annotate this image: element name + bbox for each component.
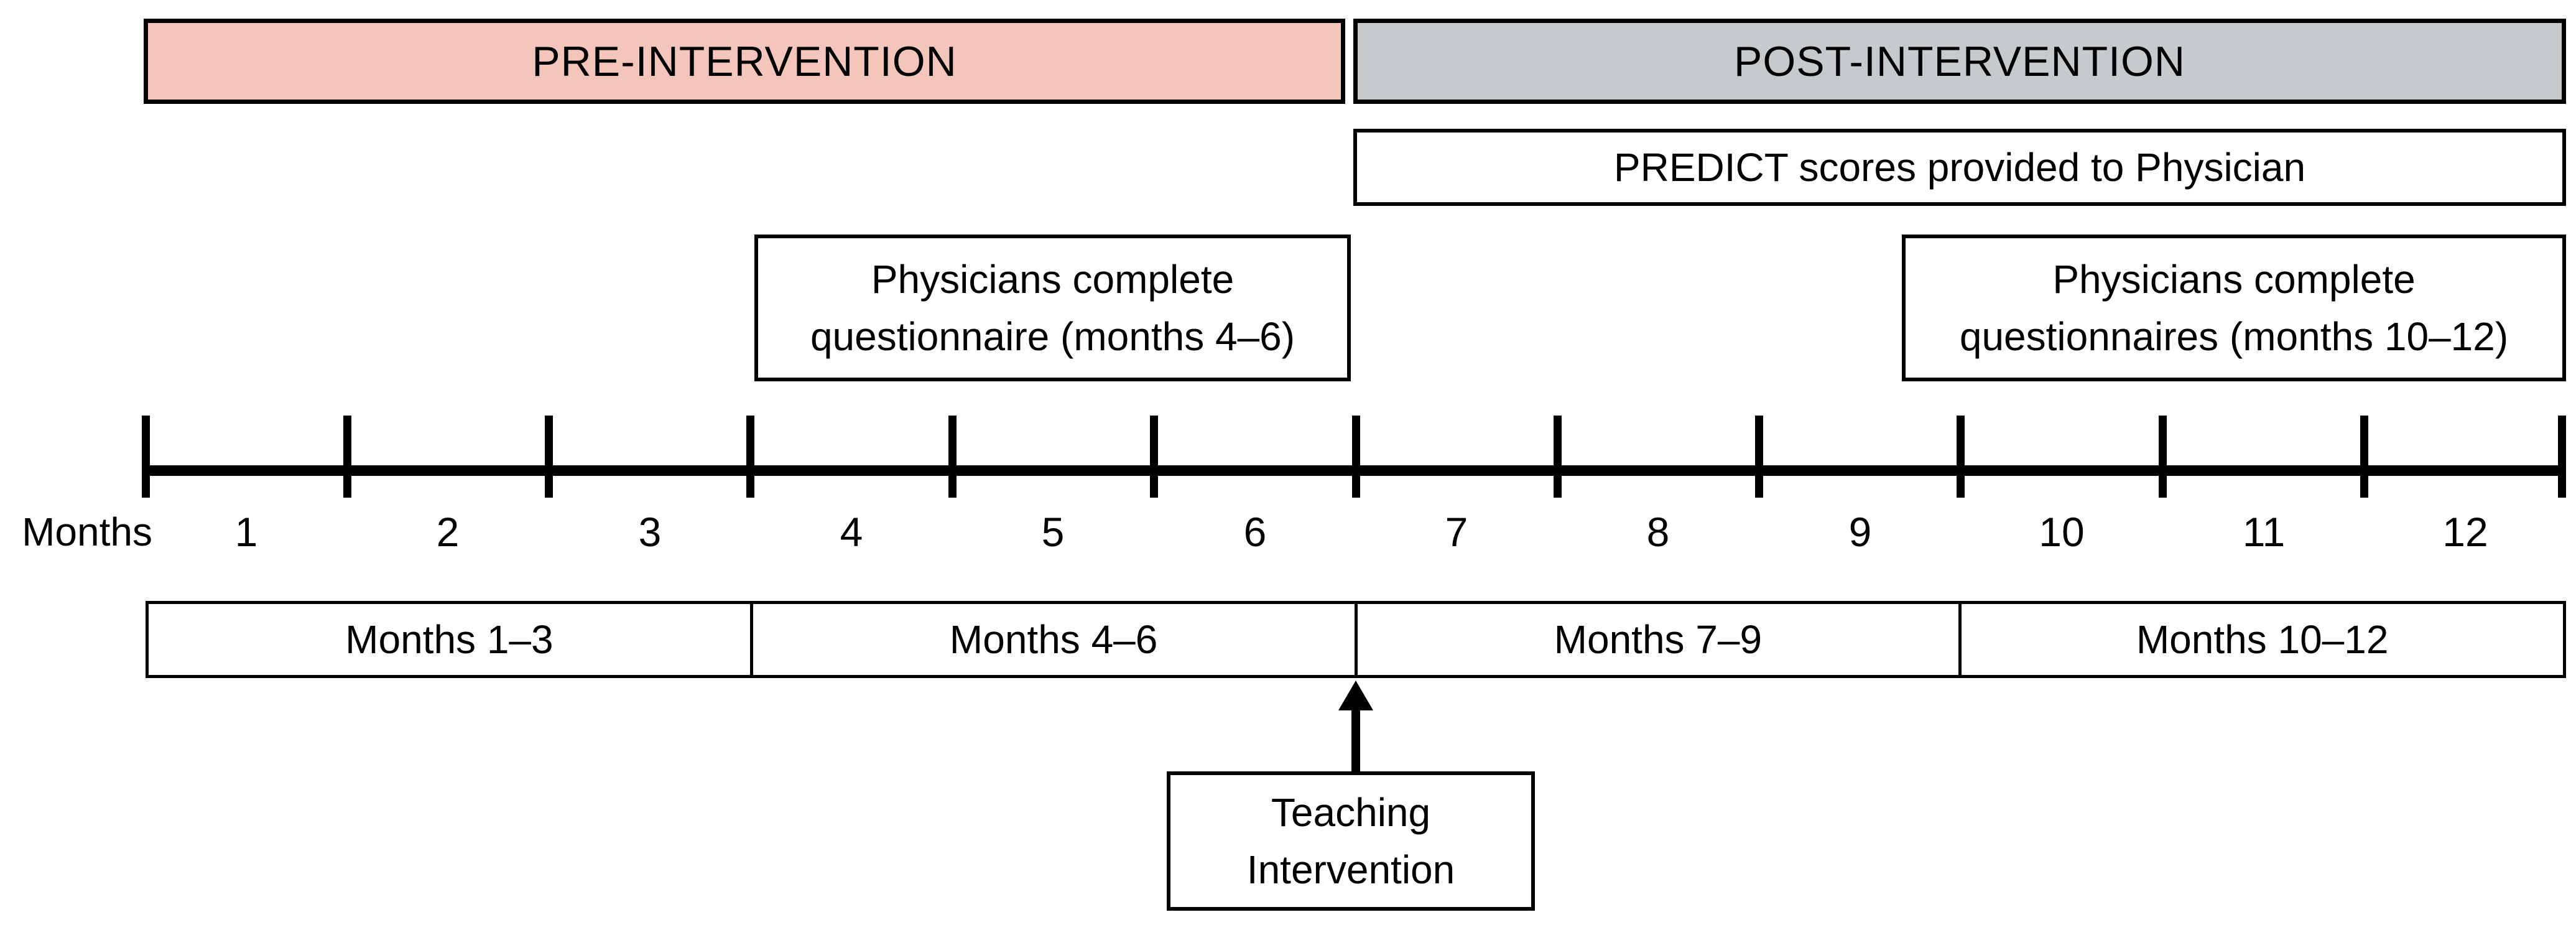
axis-tick-0 [142,416,150,498]
month-number-6: 6 [1243,509,1267,555]
questionnaire-10-12-text: Physicians complete questionnaires (mont… [1960,251,2508,365]
questionnaire-4-6-line1: Physicians complete [871,257,1235,302]
quarter-row: Months 1–3 Months 4–6 Months 7–9 Months … [146,601,2566,678]
arrow-stem [1351,708,1360,776]
month-number-7: 7 [1445,509,1468,555]
axis-tick-1 [343,416,351,498]
month-number-11: 11 [2242,509,2286,555]
teaching-intervention-text: Teaching Intervention [1247,784,1455,898]
axis-tick-3 [746,416,754,498]
axis-tick-5 [1150,416,1158,498]
axis-tick-11 [2360,416,2368,498]
month-number-10: 10 [2039,509,2085,555]
questionnaire-4-6-line2: questionnaire (months 4–6) [810,314,1295,359]
quarter-cell-months-4-6: Months 4–6 [749,604,1355,675]
axis-tick-10 [2159,416,2167,498]
questionnaire-10-12-line2: questionnaires (months 10–12) [1959,314,2509,359]
quarter-cell-months-7-9: Months 7–9 [1354,604,1959,675]
teaching-line1: Teaching [1271,790,1431,835]
questionnaire-box-months-4-6: Physicians complete questionnaire (month… [754,235,1351,381]
quarter-cell-months-10-12: Months 10–12 [1958,604,2563,675]
questionnaire-box-months-10-12: Physicians complete questionnaires (mont… [1902,235,2566,381]
pre-intervention-bar: PRE-INTERVENTION [144,19,1345,104]
months-axis-label: Months [22,509,152,554]
post-intervention-label: POST-INTERVENTION [1733,37,2186,85]
axis-tick-9 [1957,416,1965,498]
teaching-line2: Intervention [1246,847,1455,892]
axis-tick-12 [2558,416,2566,498]
month-number-1: 1 [234,509,258,555]
month-number-5: 5 [1041,509,1065,555]
month-number-4: 4 [840,509,863,555]
predict-scores-box: PREDICT scores provided to Physician [1353,129,2566,206]
month-number-8: 8 [1646,509,1670,555]
axis-tick-6 [1352,416,1360,498]
predict-scores-label: PREDICT scores provided to Physician [1613,145,2306,190]
questionnaire-10-12-line1: Physicians complete [2052,257,2416,302]
axis-tick-4 [948,416,957,498]
month-number-9: 9 [1848,509,1872,555]
axis-tick-2 [545,416,553,498]
arrow-up-icon [1338,681,1373,710]
month-number-2: 2 [436,509,460,555]
axis-tick-8 [1755,416,1763,498]
quarter-cell-months-1-3: Months 1–3 [345,617,554,662]
post-intervention-bar: POST-INTERVENTION [1353,19,2566,104]
pre-intervention-label: PRE-INTERVENTION [532,37,957,85]
month-number-3: 3 [638,509,662,555]
axis-tick-7 [1554,416,1562,498]
questionnaire-4-6-text: Physicians complete questionnaire (month… [810,251,1295,365]
teaching-intervention-box: Teaching Intervention [1167,771,1535,911]
month-number-12: 12 [2442,509,2488,555]
